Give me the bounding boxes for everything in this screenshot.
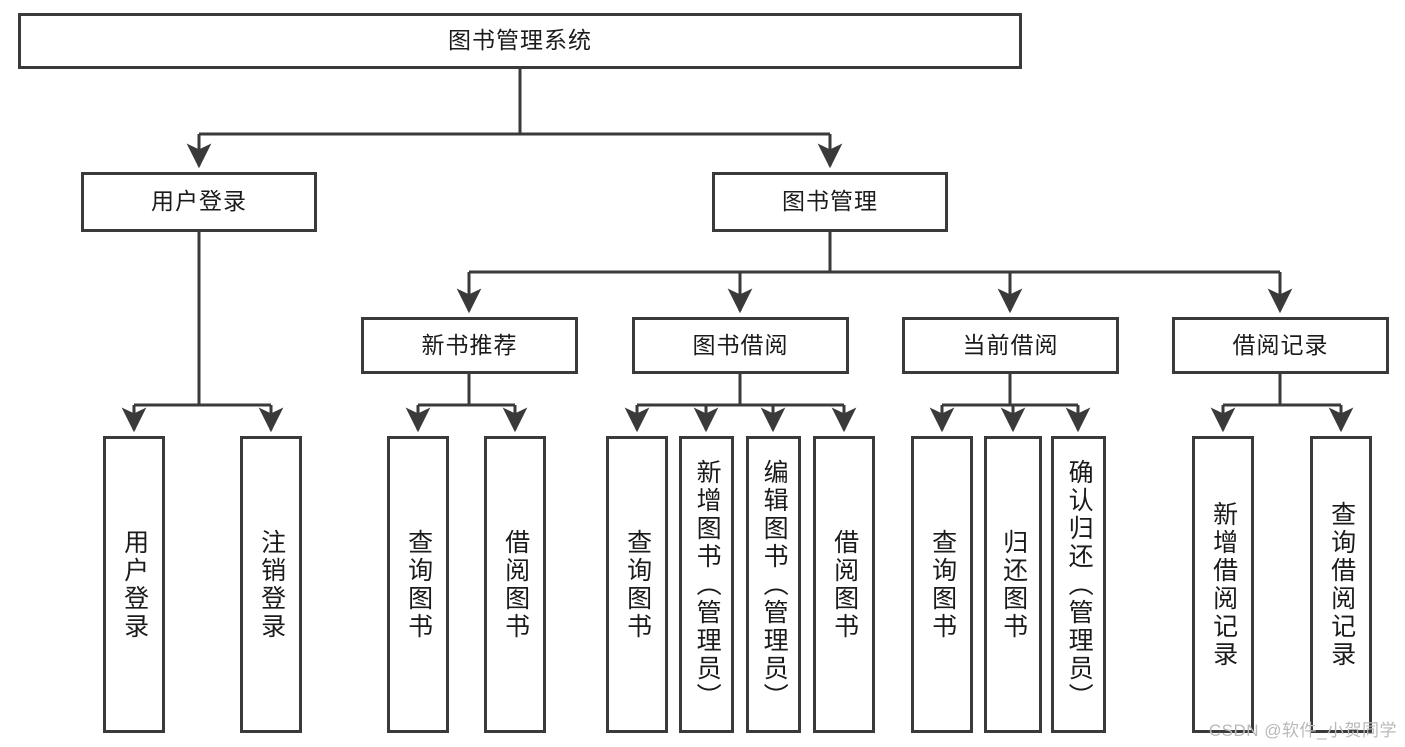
node-user-login-label: 用户登录 — [151, 188, 247, 215]
node-leaf-return-book[interactable]: 归还图书 — [984, 436, 1042, 733]
node-current-borrow[interactable]: 当前借阅 — [902, 317, 1119, 374]
node-leaf-query-book-1-label: 查询图书 — [404, 528, 433, 641]
node-leaf-add-record[interactable]: 新增借阅记录 — [1192, 436, 1254, 733]
node-leaf-query-book-3-label: 查询图书 — [928, 528, 957, 641]
node-leaf-edit-book-label: 编辑图书（管理员） — [760, 458, 789, 711]
node-new-book-recommend-label: 新书推荐 — [421, 331, 518, 358]
node-root[interactable]: 图书管理系统 — [18, 13, 1022, 69]
node-user-login[interactable]: 用户登录 — [81, 172, 317, 232]
node-leaf-borrow-book-2[interactable]: 借阅图书 — [813, 436, 875, 733]
node-leaf-user-login[interactable]: 用户登录 — [103, 436, 165, 733]
node-new-book-recommend[interactable]: 新书推荐 — [361, 317, 578, 374]
node-current-borrow-label: 当前借阅 — [962, 331, 1059, 358]
node-leaf-query-book-3[interactable]: 查询图书 — [911, 436, 973, 733]
csdn-watermark: CSDN @软件_小贺同学 — [1208, 721, 1397, 740]
node-book-manage-label: 图书管理 — [782, 188, 878, 215]
node-leaf-confirm-return[interactable]: 确认归还（管理员） — [1051, 436, 1106, 733]
node-root-label: 图书管理系统 — [448, 27, 592, 54]
node-leaf-edit-book[interactable]: 编辑图书（管理员） — [746, 436, 801, 733]
node-leaf-query-book-2-label: 查询图书 — [623, 528, 652, 641]
node-leaf-query-book-2[interactable]: 查询图书 — [606, 436, 668, 733]
node-leaf-confirm-return-label: 确认归还（管理员） — [1065, 458, 1094, 711]
node-leaf-query-book-1[interactable]: 查询图书 — [387, 436, 449, 733]
node-leaf-return-book-label: 归还图书 — [999, 528, 1028, 641]
node-leaf-borrow-book-2-label: 借阅图书 — [830, 528, 859, 641]
node-leaf-query-record[interactable]: 查询借阅记录 — [1310, 436, 1372, 733]
node-leaf-query-record-label: 查询借阅记录 — [1327, 500, 1356, 669]
node-book-borrow-label: 图书借阅 — [692, 331, 789, 358]
node-leaf-borrow-book-1-label: 借阅图书 — [501, 528, 530, 641]
node-book-manage[interactable]: 图书管理 — [712, 172, 948, 232]
node-leaf-add-record-label: 新增借阅记录 — [1209, 500, 1238, 669]
node-borrow-record-label: 借阅记录 — [1232, 331, 1329, 358]
node-leaf-user-login-label: 用户登录 — [120, 528, 149, 641]
node-leaf-add-book-label: 新增图书（管理员） — [693, 458, 722, 711]
node-book-borrow[interactable]: 图书借阅 — [632, 317, 849, 374]
node-leaf-borrow-book-1[interactable]: 借阅图书 — [484, 436, 546, 733]
node-leaf-user-logout-label: 注销登录 — [257, 528, 286, 641]
node-leaf-user-logout[interactable]: 注销登录 — [240, 436, 302, 733]
node-leaf-add-book[interactable]: 新增图书（管理员） — [679, 436, 734, 733]
node-borrow-record[interactable]: 借阅记录 — [1172, 317, 1389, 374]
